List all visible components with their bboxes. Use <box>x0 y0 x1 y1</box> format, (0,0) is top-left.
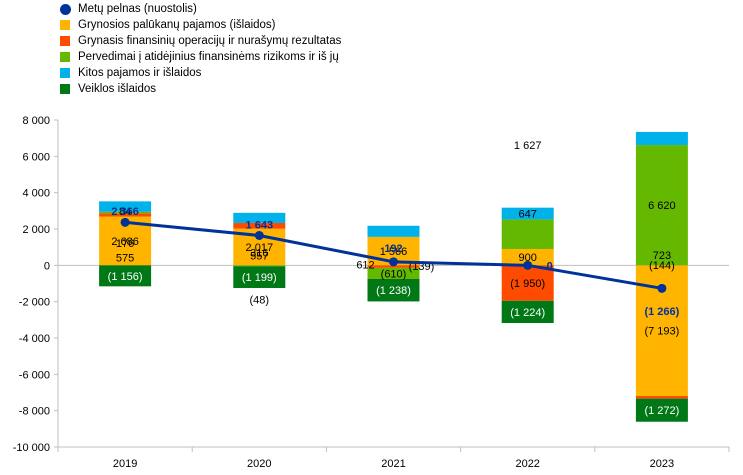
bar-value-label: 176 <box>116 238 134 250</box>
bar-value-label: 575 <box>116 253 134 265</box>
x-tick-label: 2022 <box>515 458 539 470</box>
bar-value-label: (144) <box>649 260 675 272</box>
bar-segment <box>233 265 286 267</box>
profit-value-label: 1 643 <box>246 219 274 231</box>
legend-swatch-interest <box>60 20 70 30</box>
bar-value-label: 84 <box>119 206 131 218</box>
y-tick-label: 2 000 <box>22 224 50 236</box>
bar-value-label: (1 199) <box>242 272 277 284</box>
profit-value-label: 0 <box>547 260 553 272</box>
bar-value-label: 612 <box>356 259 374 271</box>
profit-point <box>254 230 264 240</box>
x-tick-label: 2023 <box>650 458 674 470</box>
bar-segment <box>99 213 152 217</box>
profit-value-label: 2 366 <box>111 206 139 218</box>
y-tick-label: 4 000 <box>22 188 50 200</box>
bar-value-label: 723 <box>653 250 671 262</box>
legend-label-operating: Veiklos išlaidos <box>78 83 156 95</box>
x-tick-label: 2020 <box>247 458 271 470</box>
bar-value-label: (1 238) <box>376 285 411 297</box>
legend-item-profit: Metų pelnas (nuostolis) <box>60 1 341 17</box>
bar-segment <box>367 278 420 302</box>
bar-segment <box>635 131 688 146</box>
profit-point <box>657 283 667 293</box>
profit-point <box>120 217 130 227</box>
profit-value-label: (1 266) <box>644 306 679 318</box>
y-tick-label: 8 000 <box>22 115 50 127</box>
bar-segment <box>501 219 554 249</box>
bar-value-label: 557 <box>250 251 268 263</box>
bar-value-label: 647 <box>519 209 537 221</box>
legend-item-other: Kitos pajamos ir išlaidos <box>60 65 341 81</box>
y-tick-label: -10 000 <box>13 442 50 454</box>
legend-item-operating: Veiklos išlaidos <box>60 81 341 97</box>
bar-value-label: (48) <box>250 294 270 306</box>
legend-swatch-provisions <box>60 52 70 62</box>
bar-value-label: (610) <box>381 268 407 280</box>
bar-segment <box>501 300 554 323</box>
y-tick-label: 0 <box>44 260 50 272</box>
bar-value-label: 2 686 <box>111 236 139 248</box>
bar-segment <box>367 267 420 279</box>
legend-swatch-profit <box>60 3 71 15</box>
bar-value-label: 2 017 <box>246 242 274 254</box>
bar-segment <box>635 396 688 399</box>
bar-segment <box>367 265 420 268</box>
bar-value-label: 316 <box>250 247 268 259</box>
bar-value-label: (1 224) <box>510 307 545 319</box>
bar-value-label: (1 272) <box>644 405 679 417</box>
bar-segment <box>635 145 688 266</box>
y-tick-label: -6 000 <box>19 369 50 381</box>
legend-item-interest: Grynosios palūkanų pajamos (išlaidos) <box>60 17 341 33</box>
legend: Metų pelnas (nuostolis) Grynosios palūka… <box>60 1 341 97</box>
y-tick-label: 6 000 <box>22 151 50 163</box>
bar-segment <box>233 222 286 229</box>
profit-point <box>389 257 398 267</box>
legend-swatch-financial-operations <box>60 36 70 46</box>
y-tick-label: -4 000 <box>19 333 50 345</box>
legend-label-other: Kitos pajamos ir išlaidos <box>78 67 202 79</box>
bar-segment <box>99 211 152 214</box>
bar-segment <box>367 225 420 237</box>
y-tick-label: -8 000 <box>19 406 50 418</box>
profit-value-label: 192 <box>384 243 402 255</box>
x-tick-label: 2019 <box>113 458 137 470</box>
bar-value-label: (7 193) <box>644 326 679 338</box>
bar-value-label: 900 <box>519 252 537 264</box>
profit-point <box>523 260 533 270</box>
bar-value-label: (1 950) <box>510 278 545 290</box>
legend-label-profit: Metų pelnas (nuostolis) <box>78 3 197 15</box>
legend-swatch-operating <box>60 84 70 94</box>
bar-segment <box>233 212 286 223</box>
bar-segment <box>99 265 152 287</box>
bar-value-label: 6 620 <box>648 200 676 212</box>
bar-segment <box>635 398 688 422</box>
bar-value-label: (1 156) <box>108 271 143 283</box>
bar-value-label: 1 627 <box>514 140 542 152</box>
legend-swatch-other <box>60 68 70 78</box>
legend-label-financial-operations: Grynasis finansinių operacijų ir nurašym… <box>78 35 342 47</box>
y-tick-label: -2 000 <box>19 297 50 309</box>
legend-item-provisions: Pervedimai į atidėjinius finansinėms riz… <box>60 49 341 65</box>
bar-segment <box>501 207 554 220</box>
bar-segment <box>99 201 152 212</box>
bar-segment <box>233 266 286 288</box>
legend-label-provisions: Pervedimai į atidėjinius finansinėms riz… <box>78 51 339 63</box>
bar-segment <box>501 265 554 301</box>
bar-value-label: 1 566 <box>380 246 408 258</box>
bar-segment <box>501 248 554 266</box>
legend-item-financial-operations: Grynasis finansinių operacijų ir nurašym… <box>60 33 341 49</box>
x-tick-label: 2021 <box>381 458 405 470</box>
legend-label-interest: Grynosios palūkanų pajamos (išlaidos) <box>78 19 276 31</box>
